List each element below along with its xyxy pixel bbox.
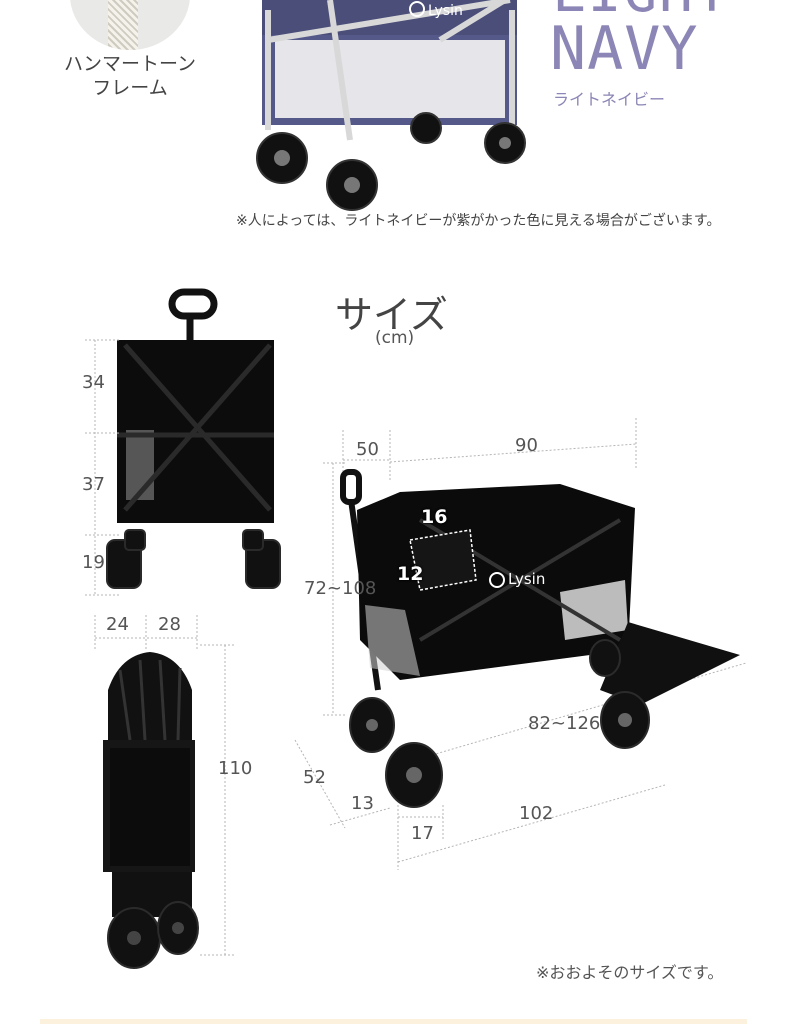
dim-front-h2: 37 bbox=[82, 474, 105, 495]
dim-depth: 52 bbox=[303, 767, 326, 788]
dim-length: 102 bbox=[519, 803, 554, 824]
dim-pocket-w: 16 bbox=[421, 506, 448, 528]
dim-folded-w1: 24 bbox=[106, 614, 129, 635]
dim-folded-w2: 28 bbox=[158, 614, 181, 635]
dim-side-w2: 90 bbox=[515, 435, 538, 456]
dim-pocket-h: 12 bbox=[397, 563, 424, 585]
dim-side-h: 72~108 bbox=[304, 578, 377, 599]
size-title: サイズ bbox=[335, 293, 448, 337]
footer-strip bbox=[40, 1019, 747, 1024]
color-name-kana: ライトネイビー bbox=[553, 90, 666, 109]
svg-text:Lysin: Lysin bbox=[428, 3, 463, 19]
brand-logo: Lysin bbox=[508, 570, 546, 588]
navy-wagon-photo: Lysin bbox=[256, 0, 526, 211]
dim-folded-h: 110 bbox=[218, 758, 253, 779]
approx-note: ※おおよそのサイズです。 bbox=[536, 963, 724, 982]
color-name-main: NAVY bbox=[550, 14, 699, 84]
color-note: ※人によっては、ライトネイビーが紫がかった色に見える場合がございます。 bbox=[236, 213, 721, 229]
dim-front-h1: 34 bbox=[82, 372, 105, 393]
hammertone-texture bbox=[108, 0, 138, 50]
dim-front-h3: 19 bbox=[82, 552, 105, 573]
dim-wheel-w: 13 bbox=[351, 793, 374, 814]
dim-wheel-gap: 17 bbox=[411, 823, 434, 844]
dim-side-w1: 50 bbox=[356, 439, 379, 460]
color-name-top: LIGHT bbox=[552, 0, 731, 25]
size-unit: (cm) bbox=[375, 328, 415, 348]
wagon-logo: Lysin bbox=[409, 1, 463, 19]
frame-label: ハンマートーン フレーム bbox=[63, 53, 197, 99]
dim-extension: 82~126 bbox=[528, 713, 601, 734]
